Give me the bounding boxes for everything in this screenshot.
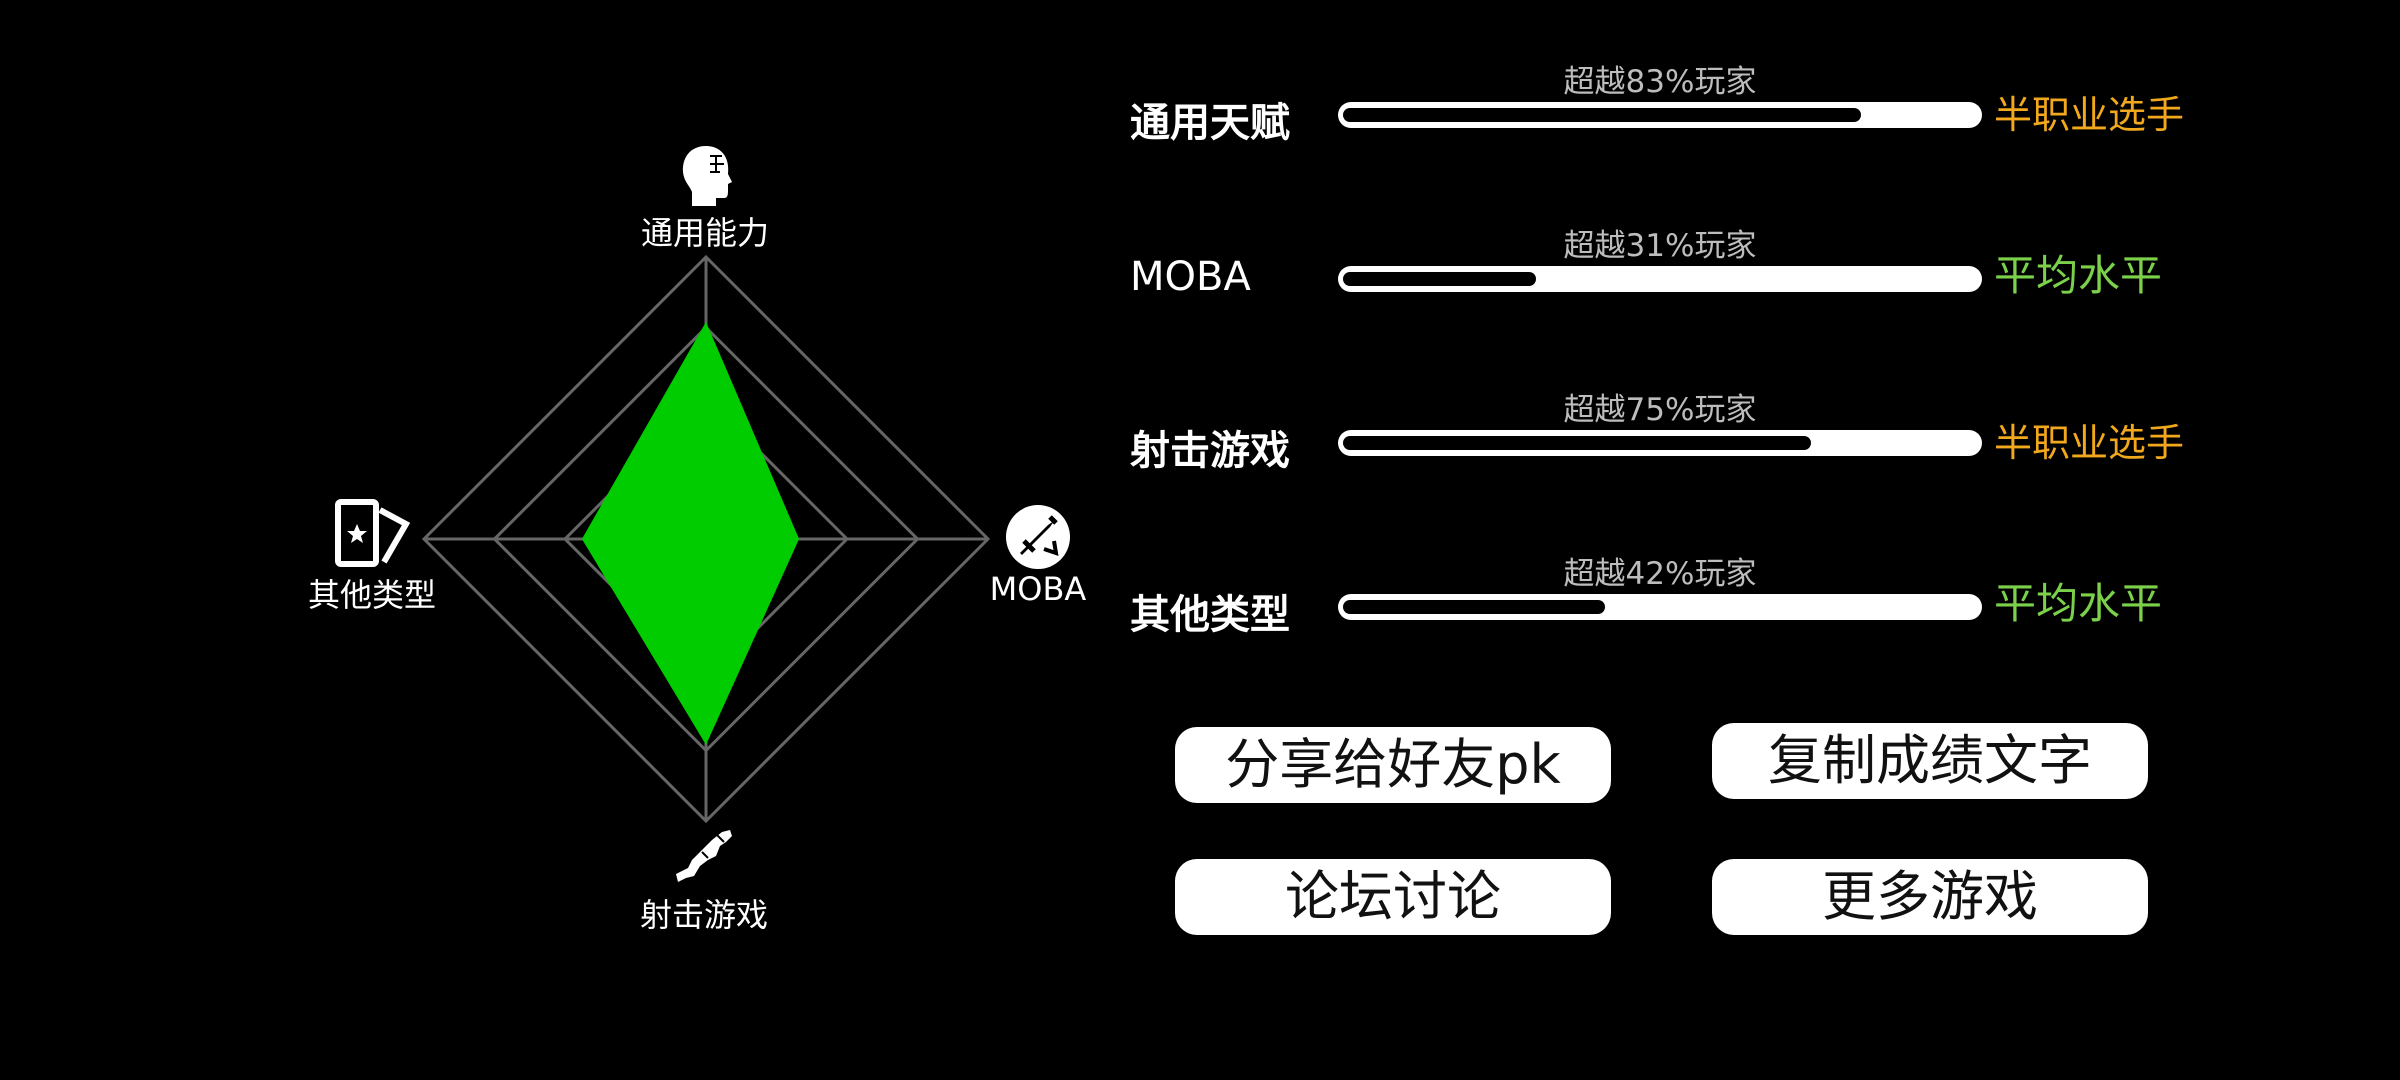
progress-bar [1338, 266, 1982, 292]
progress-bar [1338, 102, 1982, 128]
progress-bar-fill [1343, 272, 1537, 286]
more-games-button[interactable]: 更多游戏 [1712, 859, 2148, 935]
rank-label: 平均水平 [1994, 579, 2163, 628]
card-star-icon [332, 498, 411, 574]
gun-icon [672, 826, 738, 890]
radar-value-shape [581, 321, 800, 745]
stat-percentile-text: 超越42%玩家 [1563, 556, 1757, 592]
stat-name: 通用天赋 [1130, 100, 1290, 146]
progress-bar-fill [1343, 108, 1861, 122]
radar-label-shooter: 射击游戏 [639, 896, 769, 934]
radar-chart [421, 254, 991, 824]
progress-bar-fill [1343, 600, 1606, 614]
progress-bar [1338, 430, 1982, 456]
copy-results-button[interactable]: 复制成绩文字 [1712, 723, 2148, 799]
stat-row-general: 通用天赋 超越83%玩家 半职业选手 [1130, 62, 2210, 162]
stat-percentile-text: 超越31%玩家 [1563, 228, 1757, 264]
rank-label: 平均水平 [1994, 251, 2163, 300]
stat-name: 射击游戏 [1130, 428, 1290, 474]
progress-bar [1338, 594, 1982, 620]
head-icon [676, 142, 736, 214]
stat-row-other: 其他类型 超越42%玩家 平均水平 [1130, 554, 2210, 654]
stat-name: MOBA [1130, 254, 1251, 300]
stat-row-moba: MOBA 超越31%玩家 平均水平 [1130, 226, 2210, 326]
forum-button[interactable]: 论坛讨论 [1175, 859, 1611, 935]
stat-percentile-text: 超越83%玩家 [1563, 64, 1757, 100]
stat-percentile-text: 超越75%玩家 [1563, 392, 1757, 428]
radar-label-general: 通用能力 [640, 214, 770, 252]
share-pk-button[interactable]: 分享给好友pk [1175, 727, 1611, 803]
stat-row-shooter: 射击游戏 超越75%玩家 半职业选手 [1130, 390, 2210, 490]
radar-label-other: 其他类型 [307, 576, 437, 614]
rank-label: 半职业选手 [1994, 93, 2185, 137]
progress-bar-fill [1343, 436, 1811, 450]
moba-sword-icon [1004, 503, 1072, 575]
radar-label-moba: MOBA [989, 570, 1087, 608]
rank-label: 半职业选手 [1994, 421, 2185, 465]
stat-name: 其他类型 [1130, 592, 1290, 638]
